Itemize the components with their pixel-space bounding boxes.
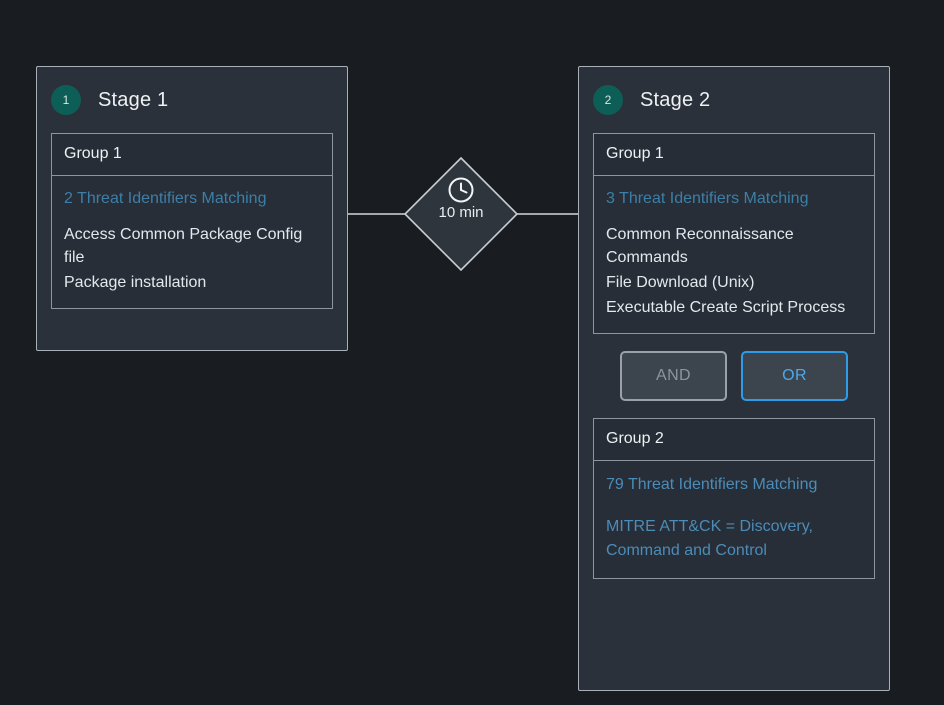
group-box-stage1-group1[interactable]: Group 1 2 Threat Identifiers Matching Ac… (51, 133, 333, 309)
stage-title-1: Stage 1 (98, 88, 169, 111)
clock-icon (448, 177, 474, 203)
list-item: File Download (Unix) (606, 273, 755, 291)
delay-label: 10 min (438, 204, 484, 221)
logic-operator-group: AND OR (579, 350, 889, 401)
stage-card-1[interactable]: 1 Stage 1 Group 1 2 Threat Identifiers M… (36, 66, 348, 351)
mitre-attack-criteria[interactable]: MITRE ATT&CK = Discovery, Command and Co… (606, 518, 813, 560)
stage-header-2: 2 Stage 2 (579, 67, 889, 133)
stage-card-2[interactable]: 2 Stage 2 Group 1 3 Threat Identifiers M… (578, 66, 890, 691)
or-operator-button[interactable]: OR (741, 350, 848, 401)
group-header-label: Group 2 (594, 418, 874, 461)
threat-identifiers-link[interactable]: 2 Threat Identifiers Matching (64, 190, 267, 207)
group-body: 3 Threat Identifiers Matching Common Rec… (594, 176, 874, 333)
row-spacer (606, 497, 862, 515)
list-item: Package installation (64, 273, 207, 291)
threat-identifiers-link[interactable]: 3 Threat Identifiers Matching (606, 190, 809, 207)
threat-identifiers-link[interactable]: 79 Threat Identifiers Matching (606, 475, 818, 493)
stage-title-2: Stage 2 (640, 88, 711, 111)
stage-badge-1: 1 (51, 85, 81, 115)
list-item: Executable Create Script Process (606, 298, 846, 316)
group-body: 79 Threat Identifiers Matching MITRE ATT… (594, 461, 874, 578)
group-box-stage2-group2[interactable]: Group 2 79 Threat Identifiers Matching M… (593, 417, 875, 579)
stage-badge-2: 2 (593, 85, 623, 115)
stage-header-1: 1 Stage 1 (37, 67, 347, 133)
list-item: Common Reconnaissance Commands (606, 225, 794, 266)
group-header-label: Group 1 (594, 134, 874, 176)
group-body: 2 Threat Identifiers Matching Access Com… (52, 176, 332, 308)
group-box-stage2-group1[interactable]: Group 1 3 Threat Identifiers Matching Co… (593, 133, 875, 334)
list-item: Access Common Package Config file (64, 225, 303, 266)
and-operator-button[interactable]: AND (620, 350, 727, 401)
group-header-label: Group 1 (52, 134, 332, 176)
